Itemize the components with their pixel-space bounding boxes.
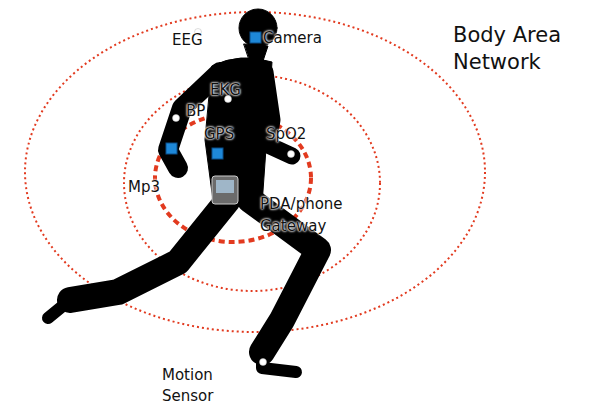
sensor-label: GPS (204, 124, 234, 146)
sensor-label: EKG (210, 80, 241, 102)
outer-range-ring (25, 12, 485, 332)
sensor-label: Mp3 (128, 177, 160, 199)
device-icon (212, 176, 238, 204)
sensor-label: Motion Sensor (162, 365, 242, 409)
sensor-label: BP (186, 101, 205, 123)
sensor-label: EEG (172, 30, 203, 52)
sensor-square (166, 32, 261, 159)
runner-silhouette (48, 9, 318, 372)
sensor-label: PDA/phone Gateway (260, 194, 390, 238)
sensor-label: SpO2 (266, 124, 306, 146)
diagram-title: Body Area Network (453, 22, 563, 77)
sensor-label: Camera (263, 28, 322, 50)
